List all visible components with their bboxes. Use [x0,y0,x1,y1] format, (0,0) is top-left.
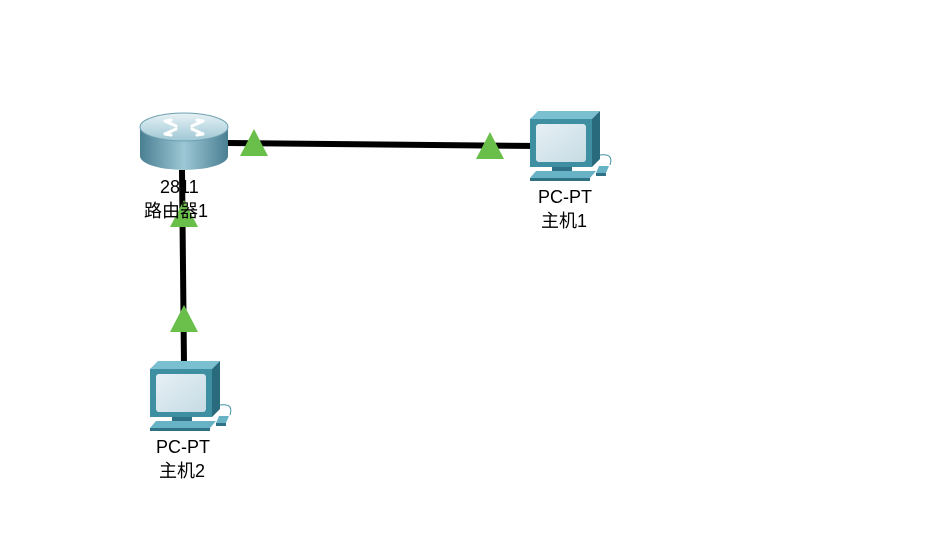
host2-name-label: 主机2 [159,461,206,481]
pc-icon[interactable] [530,111,612,181]
pc-icon[interactable] [150,361,232,431]
router-name-label: 路由器1 [144,201,209,221]
link-status-up-icon [170,305,198,332]
host2-model-label: PC-PT [156,437,210,457]
link-status-up-icon [476,132,504,159]
host1-model-label: PC-PT [538,187,592,207]
link-status-up-icon [240,129,268,156]
host1-name-label: 主机1 [541,211,588,231]
router-icon[interactable] [139,112,229,170]
link-router-host2[interactable] [179,169,187,366]
link-status-up-icon [170,200,198,227]
router-model-label: 2811 [160,177,199,197]
